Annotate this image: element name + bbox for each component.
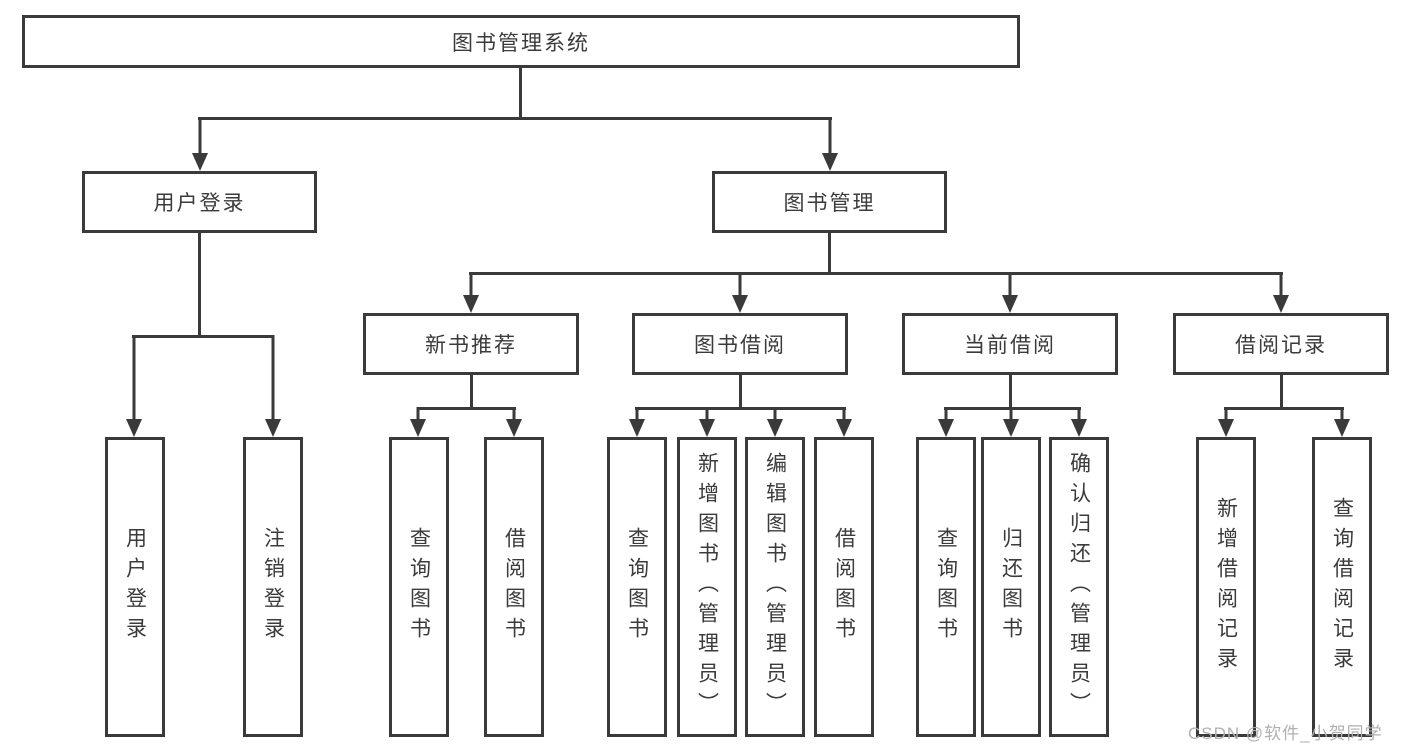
node-book-borrowing: 图书借阅	[632, 313, 848, 375]
connector-br-bus	[1224, 407, 1344, 410]
arrow-down-icon	[506, 407, 522, 437]
connector-br-stem	[1280, 375, 1283, 409]
arrow-down-icon	[192, 117, 208, 171]
arrow-down-icon	[126, 335, 142, 437]
arrow-down-icon	[629, 407, 645, 437]
arrow-down-icon	[410, 407, 426, 437]
arrow-down-icon	[732, 272, 748, 313]
leaf-label: 确认归还（管理员）	[1067, 452, 1091, 722]
leaf-label: 借阅图书	[832, 527, 856, 647]
arrow-down-icon	[1071, 407, 1087, 437]
leaf-label: 新增借阅记录	[1214, 497, 1238, 677]
node-label: 图书借阅	[694, 334, 786, 357]
arrow-down-icon	[1334, 407, 1350, 437]
arrow-down-icon	[699, 407, 715, 437]
arrow-down-icon	[1218, 407, 1234, 437]
node-label: 用户登录	[153, 192, 246, 215]
leaf-nb-query-books: 查询图书	[389, 437, 449, 737]
connector-bookmgmt-bus	[469, 272, 1283, 275]
connector-root-bus	[198, 117, 832, 120]
arrow-down-icon	[463, 272, 479, 313]
connector-userlogin-bus	[132, 335, 274, 338]
leaf-label: 查询图书	[934, 527, 958, 647]
leaf-label: 归还图书	[999, 527, 1023, 647]
leaf-label: 注销登录	[261, 527, 285, 647]
leaf-user-login: 用户登录	[105, 437, 165, 737]
arrow-down-icon	[265, 335, 281, 437]
arrow-down-icon	[767, 407, 783, 437]
arrow-down-icon	[1002, 272, 1018, 313]
connector-bookmgmt-stem	[828, 233, 831, 275]
leaf-label: 用户登录	[123, 527, 147, 647]
node-borrowing-records: 借阅记录	[1173, 313, 1389, 375]
node-library-management-system: 图书管理系统	[22, 15, 1020, 68]
leaf-bb-borrow-books: 借阅图书	[814, 437, 874, 737]
leaf-label: 查询借阅记录	[1330, 497, 1354, 677]
connector-nb-stem	[470, 375, 473, 409]
arrow-down-icon	[1273, 272, 1289, 313]
connector-userlogin-stem	[198, 233, 201, 338]
node-label: 当前借阅	[964, 334, 1056, 357]
leaf-bb-edit-books-admin: 编辑图书（管理员）	[745, 437, 805, 737]
leaf-label: 借阅图书	[502, 527, 526, 647]
leaf-label: 编辑图书（管理员）	[763, 452, 787, 722]
arrow-down-icon	[836, 407, 852, 437]
node-label: 图书管理	[783, 192, 876, 215]
connector-bb-bus	[635, 407, 846, 410]
leaf-br-query-record: 查询借阅记录	[1312, 437, 1372, 737]
leaf-bb-query-books: 查询图书	[607, 437, 667, 737]
connector-bb-stem	[739, 375, 742, 409]
node-label: 图书管理系统	[452, 31, 590, 55]
leaf-label: 查询图书	[625, 527, 649, 647]
arrow-down-icon	[1003, 407, 1019, 437]
leaf-cb-query-books: 查询图书	[916, 437, 976, 737]
leaf-cb-confirm-return-admin: 确认归还（管理员）	[1049, 437, 1109, 737]
node-book-management: 图书管理	[712, 171, 947, 233]
node-current-borrowing: 当前借阅	[902, 313, 1118, 375]
leaf-label: 查询图书	[407, 527, 431, 647]
csdn-watermark: CSDN @软件_小贺同学	[1188, 724, 1383, 743]
node-label: 借阅记录	[1235, 334, 1327, 357]
node-label: 新书推荐	[425, 334, 517, 357]
node-user-login: 用户登录	[82, 171, 317, 233]
connector-cb-stem	[1009, 375, 1012, 409]
leaf-cb-return-books: 归还图书	[981, 437, 1041, 737]
leaf-logout: 注销登录	[243, 437, 303, 737]
node-new-book-recommend: 新书推荐	[363, 313, 579, 375]
leaf-br-add-record: 新增借阅记录	[1196, 437, 1256, 737]
connector-nb-bus	[417, 407, 516, 410]
leaf-bb-add-books-admin: 新增图书（管理员）	[677, 437, 737, 737]
arrow-down-icon	[938, 407, 954, 437]
arrow-down-icon	[822, 117, 838, 171]
leaf-label: 新增图书（管理员）	[695, 452, 719, 722]
leaf-nb-borrow-books: 借阅图书	[484, 437, 544, 737]
connector-root-stem	[519, 66, 522, 120]
